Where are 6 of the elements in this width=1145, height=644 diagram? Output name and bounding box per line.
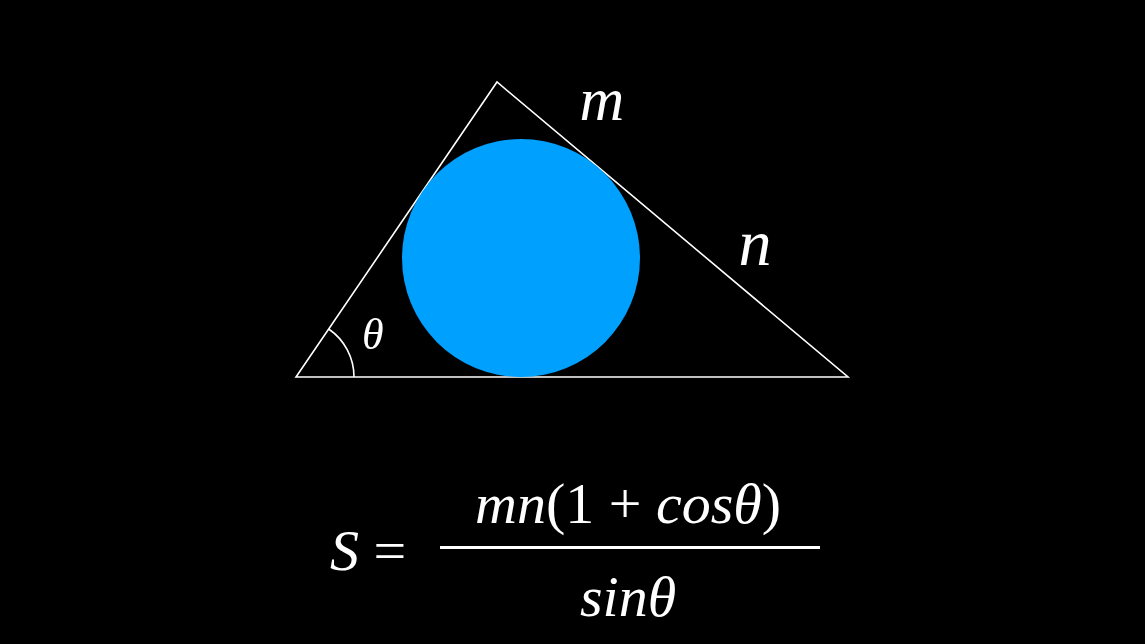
angle-label: θ: [362, 313, 384, 357]
formula-denominator: sinθ: [580, 568, 677, 626]
side-label: m: [579, 68, 625, 130]
formula-text: S =: [330, 522, 407, 580]
side-label: n: [738, 210, 772, 276]
formula-numerator: mn(1 + cosθ): [475, 475, 782, 533]
